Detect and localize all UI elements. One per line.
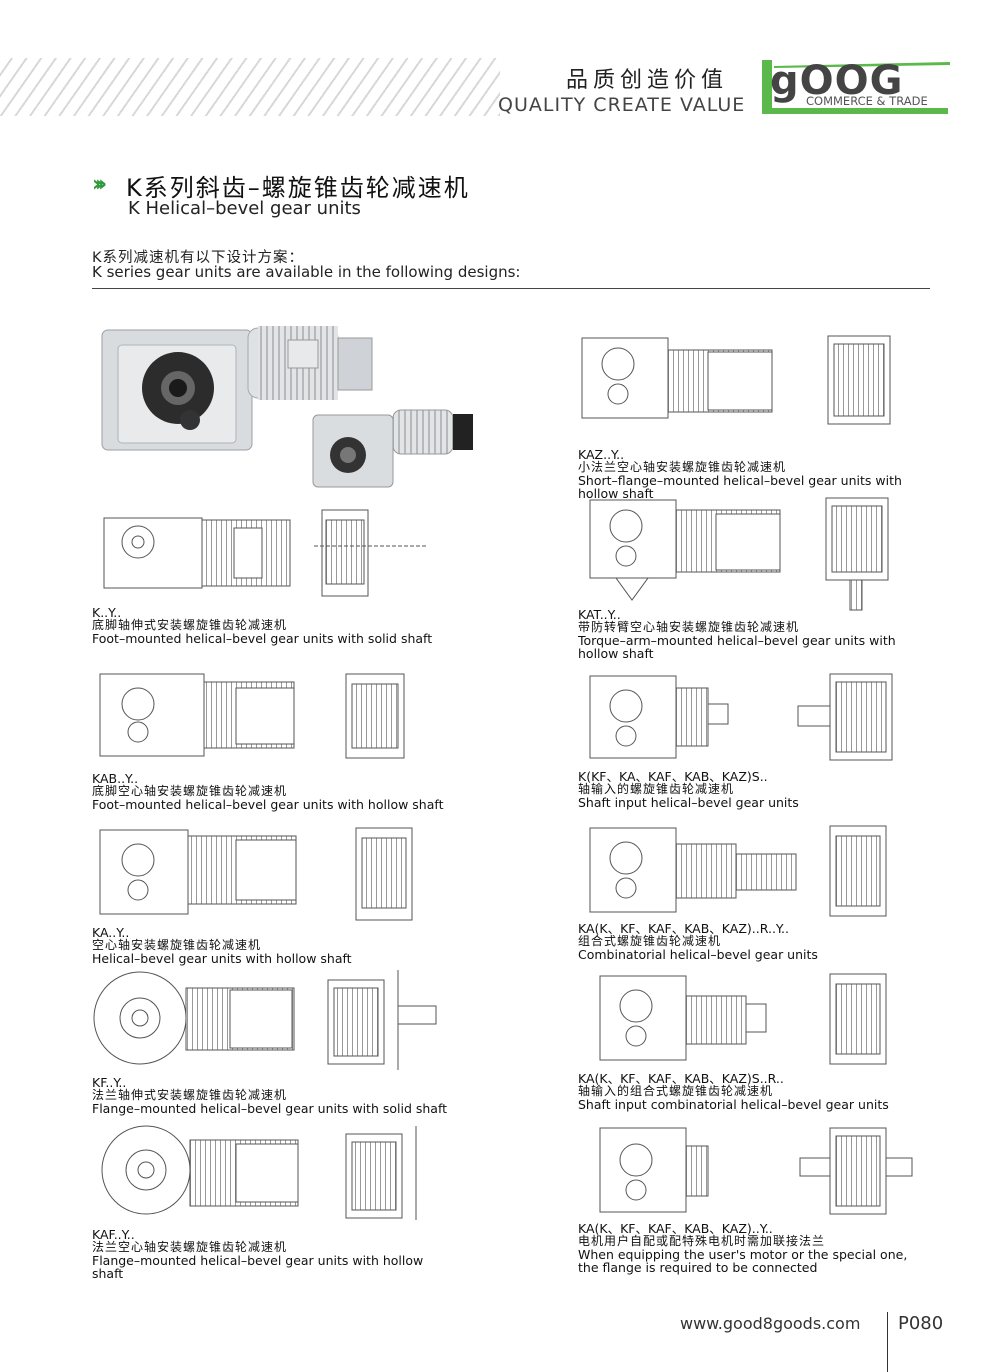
drawing-kaz-y	[581, 335, 891, 425]
description-cn: 空心轴安装螺旋锥齿轮减速机	[92, 938, 262, 952]
drawing-k-s	[589, 673, 893, 761]
caption-ka-y: KA..Y.. 空心轴安装螺旋锥齿轮减速机 Helical–bevel gear…	[92, 926, 352, 965]
description-cn: 轴输入的螺旋锥齿轮减速机	[578, 782, 735, 796]
description-en: Combinatorial helical–bevel gear units	[578, 947, 818, 962]
description-en-cont: shaft	[92, 1266, 124, 1281]
double-chevron-icon: ›››	[92, 172, 107, 197]
footer-divider	[887, 1312, 888, 1372]
drawing-k-y	[103, 509, 426, 597]
model-code: KAT..Y..	[578, 607, 621, 622]
description-cn: 带防转臂空心轴安装螺旋锥齿轮减速机	[578, 620, 800, 634]
description-cn: 法兰轴伸式安装螺旋锥齿轮减速机	[92, 1088, 288, 1102]
model-code: KAB..Y..	[92, 771, 139, 786]
description-en: Flange–mounted helical–bevel gear units …	[92, 1101, 448, 1116]
slogan-english: QUALITY CREATE VALUE	[498, 94, 746, 116]
caption-ka-s-r: KA(K、KF、KAF、KAB、KAZ)S..R.. 轴输入的组合式螺旋锥齿轮减…	[578, 1072, 889, 1111]
caption-k-y: K..Y.. 底脚轴伸式安装螺旋锥齿轮减速机 Foot–mounted heli…	[92, 606, 432, 645]
description-en: Torque–arm–mounted helical–bevel gear un…	[578, 633, 896, 648]
caption-k-s: K(KF、KA、KAF、KAB、KAZ)S.. 轴输入的螺旋锥齿轮减速机 Sha…	[578, 770, 799, 809]
model-code: KAZ..Y..	[578, 447, 625, 462]
drawing-ka-y-flange	[599, 1127, 913, 1215]
drawing-ka-r-y	[589, 825, 887, 917]
logo-wordmark: gOOG	[770, 58, 904, 104]
description-cn: 轴输入的组合式螺旋锥齿轮减速机	[578, 1084, 774, 1098]
caption-ka-y-flange: KA(K、KF、KAF、KAB、KAZ)..Y.. 电机用户自配或配特殊电机时需…	[578, 1222, 907, 1274]
model-code: K..Y..	[92, 605, 122, 620]
page-title-english: K Helical–bevel gear units	[128, 198, 361, 219]
description-cn: 底脚空心轴安装螺旋锥齿轮减速机	[92, 784, 288, 798]
caption-kf-y: KF..Y.. 法兰轴伸式安装螺旋锥齿轮减速机 Flange–mounted h…	[92, 1076, 447, 1115]
drawing-ka-s-r	[599, 973, 887, 1065]
model-code: KAF..Y..	[92, 1227, 135, 1242]
logo-subtitle: COMMERCE & TRADE	[806, 94, 928, 108]
description-en: Short–flange–mounted helical–bevel gear …	[578, 473, 902, 488]
description-en: Flange–mounted helical–bevel gear units …	[92, 1253, 424, 1268]
goog-logo: gOOG COMMERCE & TRADE	[760, 56, 950, 116]
caption-kat-y: KAT..Y.. 带防转臂空心轴安装螺旋锥齿轮减速机 Torque–arm–mo…	[578, 608, 896, 660]
caption-kaf-y: KAF..Y.. 法兰空心轴安装螺旋锥齿轮减速机 Flange–mounted …	[92, 1228, 423, 1280]
description-en: Helical–bevel gear units with hollow sha…	[92, 951, 352, 966]
drawing-kab-y	[99, 673, 405, 759]
description-en-cont: the flange is required to be connected	[578, 1260, 818, 1275]
section-divider	[92, 288, 930, 289]
drawing-kat-y	[589, 497, 889, 611]
description-en-cont: hollow shaft	[578, 486, 654, 501]
description-en: Shaft input helical–bevel gear units	[578, 795, 799, 810]
drawing-kaf-y	[101, 1125, 417, 1220]
header-hatch-decoration	[0, 58, 500, 116]
description-en: When equipping the user's motor or the s…	[578, 1247, 908, 1262]
description-cn: 底脚轴伸式安装螺旋锥齿轮减速机	[92, 618, 288, 632]
description-cn: 小法兰空心轴安装螺旋锥齿轮减速机	[578, 460, 787, 474]
description-cn: 法兰空心轴安装螺旋锥齿轮减速机	[92, 1240, 288, 1254]
model-code: KA(K、KF、KAF、KAB、KAZ)..Y..	[578, 1221, 773, 1236]
description-cn: 组合式螺旋锥齿轮减速机	[578, 934, 722, 948]
model-code: KA..Y..	[92, 925, 130, 940]
description-cn: 电机用户自配或配特殊电机时需加联接法兰	[578, 1234, 826, 1248]
drawing-ka-y	[99, 827, 413, 921]
description-en-cont: hollow shaft	[578, 646, 654, 661]
page-title-chinese: K系列斜齿–螺旋锥齿轮减速机	[126, 174, 470, 202]
model-code: KA(K、KF、KAF、KAB、KAZ)..R..Y..	[578, 921, 789, 936]
slogan-chinese: 品质创造价值	[566, 68, 729, 93]
model-code: KA(K、KF、KAF、KAB、KAZ)S..R..	[578, 1071, 784, 1086]
description-en: Shaft input combinatorial helical–bevel …	[578, 1097, 889, 1112]
caption-kaz-y: KAZ..Y.. 小法兰空心轴安装螺旋锥齿轮减速机 Short–flange–m…	[578, 448, 902, 500]
description-en: Foot–mounted helical–bevel gear units wi…	[92, 631, 433, 646]
page-number: P080	[898, 1313, 944, 1334]
intro-english: K series gear units are available in the…	[92, 263, 521, 281]
model-code: K(KF、KA、KAF、KAB、KAZ)S..	[578, 769, 768, 784]
caption-kab-y: KAB..Y.. 底脚空心轴安装螺旋锥齿轮减速机 Foot–mounted he…	[92, 772, 443, 811]
drawing-kf-y	[93, 970, 437, 1070]
website-url: www.good8goods.com	[680, 1314, 861, 1333]
intro-chinese: K系列减速机有以下设计方案：	[92, 250, 305, 266]
description-en: Foot–mounted helical–bevel gear units wi…	[92, 797, 444, 812]
model-code: KF..Y..	[92, 1075, 127, 1090]
logo-bracket-icon	[762, 60, 950, 114]
product-photo	[101, 326, 473, 488]
caption-ka-r-y: KA(K、KF、KAF、KAB、KAZ)..R..Y.. 组合式螺旋锥齿轮减速机…	[578, 922, 818, 961]
